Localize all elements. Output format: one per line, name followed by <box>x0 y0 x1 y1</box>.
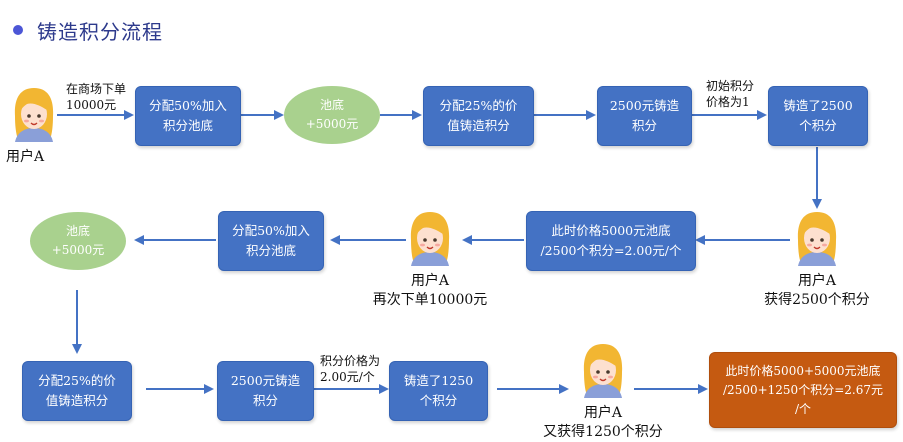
box-minted-2500: 铸造了2500 个积分 <box>768 86 868 146</box>
page-title: 铸造积分流程 <box>37 20 163 44</box>
box-mint-2500-2: 2500元铸造 积分 <box>217 361 314 421</box>
girl-avatar-icon <box>14 88 54 142</box>
init-price-label: 初始积分 价格为1 <box>706 79 755 109</box>
box-alloc-value-2: 分配25%的价 值铸造积分 <box>22 361 132 421</box>
pool-ellipse-2: 池底 +5000元 <box>30 212 126 270</box>
box-mint-2500-1: 2500元铸造 积分 <box>597 86 692 146</box>
user-a-get-1250-label: 用户A 又获得1250个积分 <box>543 405 663 440</box>
girl-avatar-icon <box>797 212 837 266</box>
girl-avatar-icon <box>583 344 623 398</box>
box-alloc-pool-1: 分配50%加入 积分池底 <box>135 86 241 146</box>
price-2-label: 积分价格为 2.00元/个 <box>320 354 381 384</box>
box-price-2: 此时价格5000元池底 /2500个积分=2.00元/个 <box>526 211 696 271</box>
buy-label: 在商场下单 10000元 <box>66 82 127 112</box>
box-alloc-value-1: 分配25%的价 值铸造积分 <box>423 86 534 146</box>
pool-ellipse-1: 池底 +5000元 <box>284 86 380 144</box>
box-final-price: 此时价格5000+5000元池底 /2500+1250个积分=2.67元 /个 <box>709 352 897 428</box>
title-bullet <box>13 25 23 35</box>
user-a-get-2500-label: 用户A 获得2500个积分 <box>764 273 870 308</box>
user-a-label-1: 用户A <box>6 149 45 165</box>
girl-avatar-icon <box>410 212 450 266</box>
user-a-again-label: 用户A 再次下单10000元 <box>372 273 488 308</box>
box-minted-1250: 铸造了1250 个积分 <box>389 361 488 421</box>
box-alloc-pool-2: 分配50%加入 积分池底 <box>218 211 324 271</box>
